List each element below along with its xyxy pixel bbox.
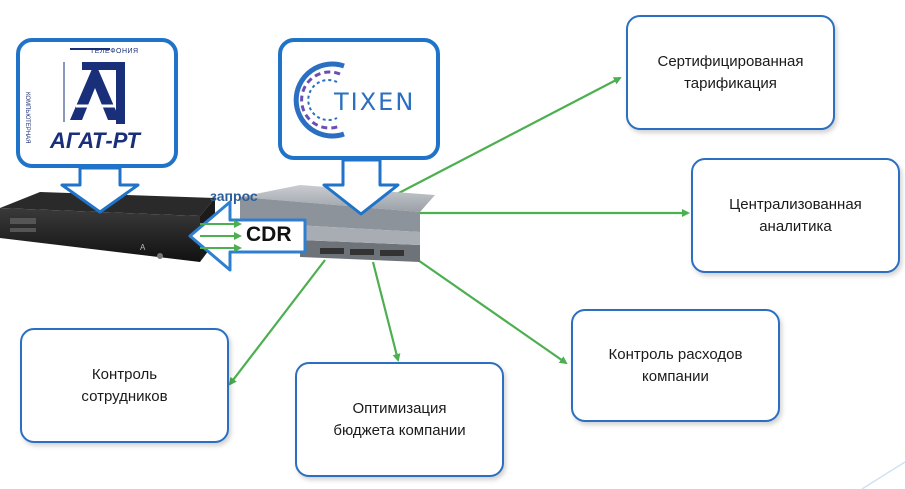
agat-logo-name: АГАТ-РТ (50, 128, 140, 153)
arrow-to-employee-control (228, 259, 326, 386)
expense-control-line2: компании (642, 367, 709, 385)
cdr-label: CDR (246, 223, 292, 246)
expense-control-line1: Контроль расходов (608, 345, 743, 363)
expense-control-box: Контроль расходов компании (571, 309, 780, 422)
centralized-analytics-line1: Централизованная (729, 195, 862, 213)
certified-billing-line1: Сертифицированная (657, 52, 804, 70)
request-label: запрос (210, 188, 258, 204)
agat-logo-box: ТЕЛЕФОНИЯ КОМПЬЮТЕРНАЯ АГАТ-РТ (16, 38, 178, 168)
centralized-analytics-box: Централизованная аналитика (691, 158, 900, 273)
employee-control-box: Контроль сотрудников (20, 328, 229, 443)
tixen-logo-name: TIXEN (334, 88, 416, 116)
agat-down-arrow (60, 166, 140, 214)
svg-text:A: A (140, 243, 146, 252)
budget-optimization-box: Оптимизация бюджета компании (295, 362, 504, 477)
agat-tagline-side: КОМПЬЮТЕРНАЯ (24, 92, 30, 144)
tixen-logo-box: TIXEN (278, 38, 440, 160)
tixen-down-arrow (322, 158, 400, 216)
certified-billing-box: Сертифицированная тарификация (626, 15, 835, 130)
centralized-analytics-line2: аналитика (759, 217, 832, 235)
arrow-to-budget-optimization (371, 261, 401, 362)
arrow-to-expense-control (414, 257, 568, 365)
agat-logo-icon (63, 48, 125, 124)
arrow-to-certified-billing (394, 77, 622, 196)
employee-control-line1: Контроль (91, 365, 158, 383)
employee-control-line2: сотрудников (81, 387, 168, 405)
decorative-corner-line (861, 461, 905, 489)
cdr-arrow (188, 200, 307, 272)
agat-tagline-top: ТЕЛЕФОНИЯ (90, 48, 139, 55)
certified-billing-line2: тарификация (684, 74, 777, 92)
tixen-logo-icon (293, 61, 345, 139)
budget-optimization-line1: Оптимизация (352, 399, 447, 417)
budget-optimization-line2: бюджета компании (333, 421, 466, 439)
